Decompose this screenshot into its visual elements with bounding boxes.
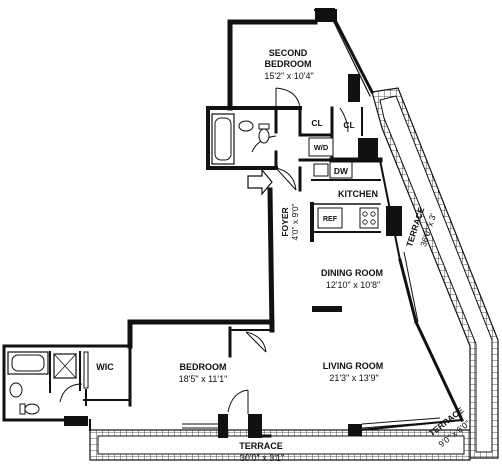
entry-arrow-icon xyxy=(247,168,273,196)
living-room-dims: 21'3" x 13'9" xyxy=(329,373,378,383)
washer-dryer-label: W/D xyxy=(314,143,329,152)
lower-toilet xyxy=(19,403,40,415)
dishwasher xyxy=(329,161,353,179)
bedroom-dims: 18'5" x 11'1" xyxy=(179,374,228,384)
walk-in-closet-label: WIC xyxy=(96,362,114,372)
terrace-south-dims: 30'0" x 3'1" xyxy=(240,453,284,463)
foyer-label: FOYER xyxy=(280,207,290,236)
dining-room-dims: 12'10" x 10'8" xyxy=(326,280,380,290)
second-bedroom-label-line2: BEDROOM xyxy=(265,59,312,69)
lower-shower xyxy=(53,353,77,379)
dishwasher-label: DW xyxy=(334,166,349,176)
kitchen-sink xyxy=(313,163,329,177)
washer-dryer xyxy=(308,137,334,157)
closet-1-label: CL xyxy=(311,118,322,128)
walls xyxy=(2,8,464,438)
upper-toilet xyxy=(258,123,270,144)
bedroom-label: BEDROOM xyxy=(180,362,227,372)
upper-sink xyxy=(238,120,254,132)
wic-shelf xyxy=(83,351,89,389)
refrigerator-label: REF xyxy=(323,216,338,223)
lower-bathtub xyxy=(7,351,49,375)
terrace-south xyxy=(89,429,471,461)
living-room-label: LIVING ROOM xyxy=(323,361,384,371)
windows xyxy=(182,251,441,429)
second-bedroom-label-line1: SECOND xyxy=(269,48,308,58)
second-bedroom-dims: 15'2" x 10'4" xyxy=(264,71,313,81)
refrigerator xyxy=(317,207,343,229)
upper-bathtub xyxy=(211,113,235,165)
kitchen-label: KITCHEN xyxy=(338,189,378,199)
stove-icon xyxy=(359,207,379,229)
closet-2-label: CL xyxy=(343,120,354,130)
lower-sink xyxy=(9,382,23,398)
foyer-dims: 4'0" x 9'0" xyxy=(290,203,300,240)
dining-room-label: DINING ROOM xyxy=(321,268,383,278)
terrace-south-label: TERRACE xyxy=(239,441,283,451)
terrace-east xyxy=(371,87,499,459)
